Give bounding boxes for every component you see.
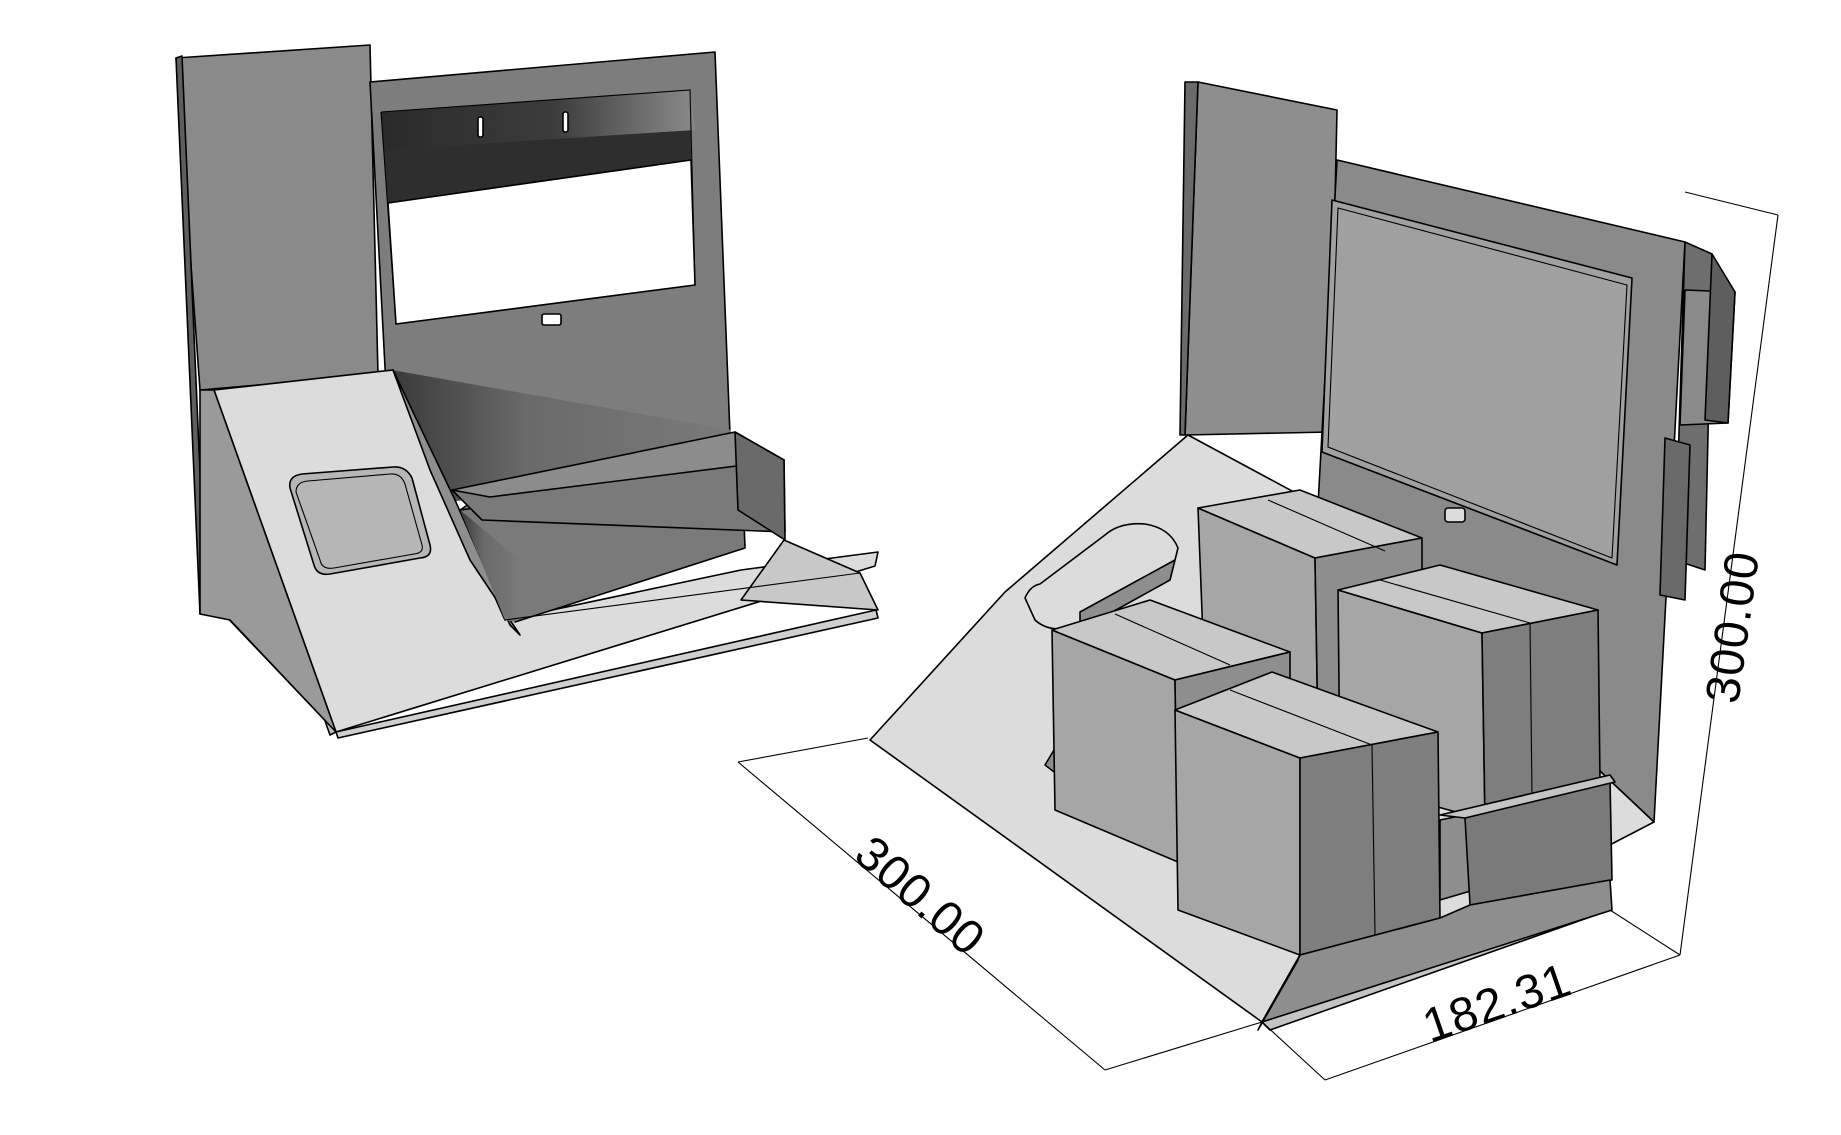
loaded-display-stand — [737, 81, 1779, 1081]
height-dimension-label: 300.00 — [1696, 548, 1770, 707]
depth-dimension-label: 300.00 — [845, 826, 995, 966]
empty-display-stand — [175, 44, 879, 739]
